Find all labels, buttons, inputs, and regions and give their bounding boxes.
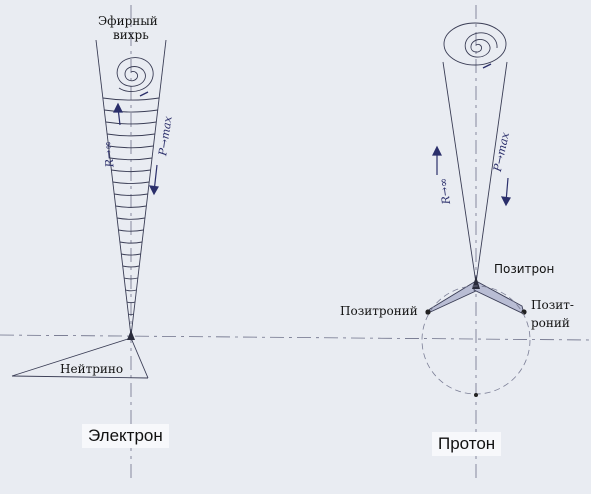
left-vortex-arrow	[139, 91, 149, 97]
positronium-right-line2: роний	[531, 316, 570, 330]
horizontal-axis	[0, 334, 591, 341]
cone-ring	[114, 193, 148, 196]
neutrino-wedge	[11, 337, 149, 379]
positronium-right-line1: Позит-	[531, 298, 574, 312]
cone-ring	[115, 205, 147, 208]
proton-bottom-dot	[474, 393, 478, 397]
ether-vortex-line2: вихрь	[113, 28, 149, 42]
cone-ring	[118, 229, 144, 232]
ether-vortex-line1: Эфирный	[98, 14, 158, 28]
cone-ring	[122, 265, 140, 268]
neutrino-label: Нейтрино	[60, 362, 124, 376]
positronium-left-dot	[425, 309, 431, 315]
cone-ring	[119, 241, 143, 244]
cone-ring	[102, 97, 160, 101]
right-vortex-spiral	[464, 32, 498, 58]
positron-label: Позитрон	[494, 262, 555, 276]
cone-ring	[104, 109, 158, 113]
cone-ring	[108, 145, 154, 149]
left-vortex-spiral	[116, 57, 154, 92]
cone-ring	[121, 253, 141, 256]
cone-ring	[109, 157, 153, 161]
electron-label: Электрон	[82, 424, 169, 448]
electron-cone	[95, 39, 167, 337]
left-radius-annotation: R→∞	[101, 140, 117, 168]
electron-apex	[127, 330, 135, 340]
cone-ring	[105, 121, 157, 125]
cone-ring	[107, 133, 155, 137]
proton-cone	[442, 22, 508, 284]
cone-ring	[111, 169, 151, 173]
cone-ring	[126, 301, 136, 304]
cone-ring	[124, 277, 138, 280]
cone-ring	[116, 217, 146, 220]
cone-ring	[128, 313, 134, 316]
positronium-left-label: Позитроний	[340, 304, 418, 318]
cone-ring	[112, 181, 150, 184]
cone-ring	[125, 289, 137, 292]
right-vortex-arrow	[482, 63, 492, 69]
proton-label: Протон	[432, 432, 502, 456]
positronium-right-label: Позит- роний	[531, 298, 574, 330]
ether-vortex-label: Эфирный вихрь	[98, 14, 158, 42]
positronium-right-dot	[521, 309, 527, 315]
